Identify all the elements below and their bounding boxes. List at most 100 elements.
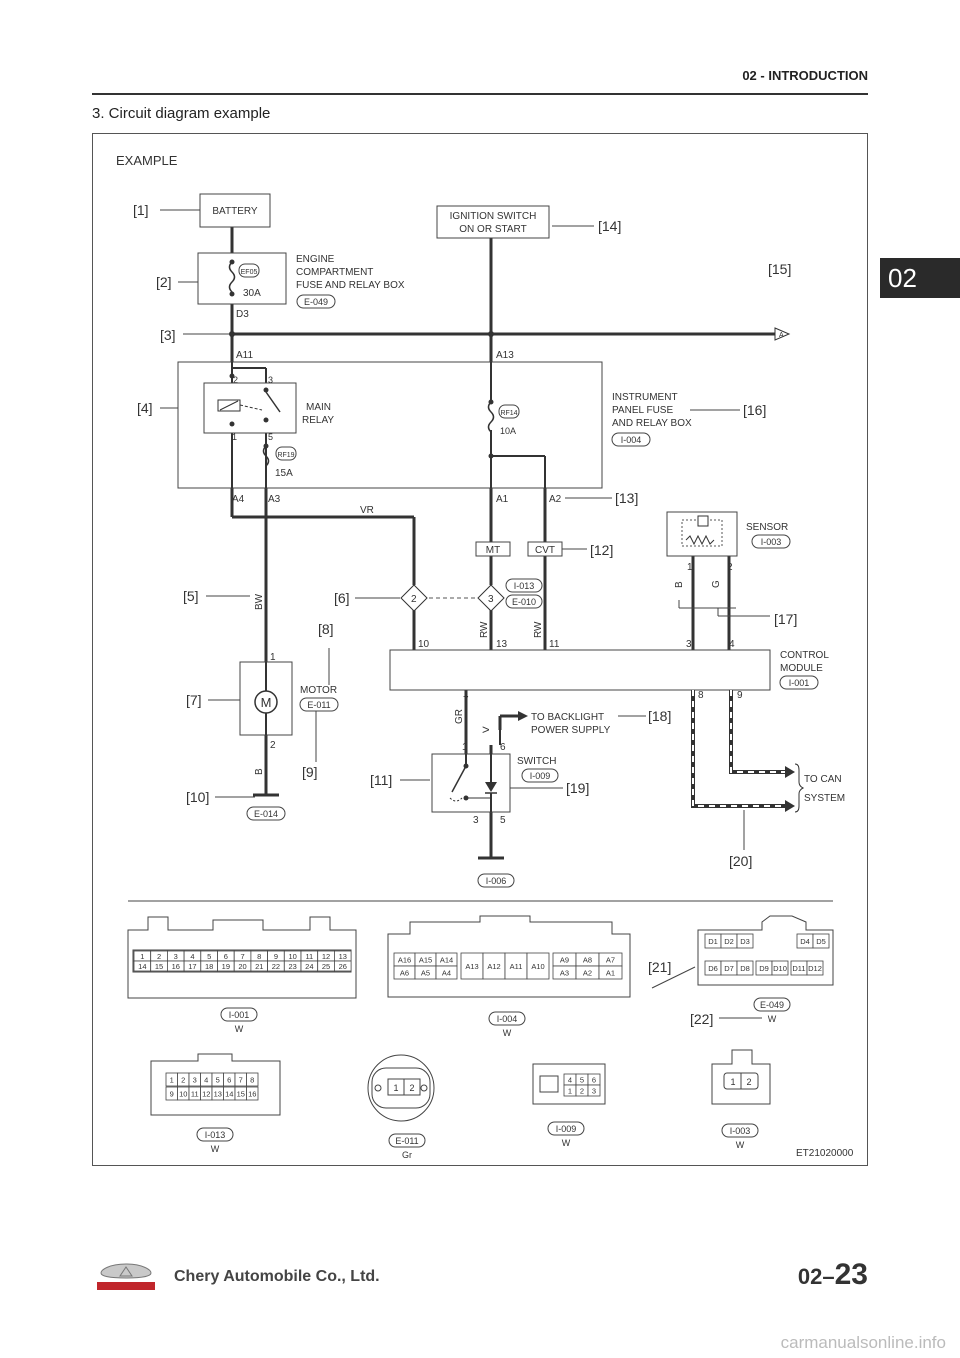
connector-pin-label: 5	[580, 1076, 584, 1085]
connector-pin-label: D7	[724, 964, 734, 973]
mt-label: MT	[486, 545, 500, 556]
connector-pin-label: 11	[191, 1090, 199, 1099]
conn-e011-color: Gr	[402, 1150, 412, 1160]
connector-cell	[246, 1072, 259, 1087]
connector-e011: 1 2	[367, 1054, 435, 1122]
chapter-tab: 02	[880, 258, 960, 298]
switch-pin-5: 5	[500, 815, 506, 826]
connector-pin-label: 25	[322, 962, 330, 971]
connector-pin-label: 23	[288, 962, 296, 971]
can-line-1: TO CAN	[804, 774, 842, 785]
callout-9: [9]	[302, 764, 318, 780]
motor-label: MOTOR	[300, 685, 337, 696]
splice-2: 2	[411, 594, 417, 605]
ignition-line-1: IGNITION SWITCH	[450, 211, 537, 222]
conn-i004-ref: I-004	[497, 1014, 518, 1024]
cvt-box	[527, 541, 563, 557]
connector-pin-label: D6	[708, 964, 718, 973]
connector-pin-label: 5	[207, 952, 211, 961]
connector-pin-label: A4	[442, 969, 451, 978]
connector-pin-label: D8	[740, 964, 750, 973]
ref-i013: I-013	[514, 581, 535, 591]
ref-e049: E-049	[304, 297, 328, 307]
connector-pin-label: D9	[759, 964, 769, 973]
sensor-pin-1: 1	[687, 562, 693, 573]
cm-pin-3: 3	[686, 639, 692, 650]
wire-g: G	[711, 580, 722, 588]
wire-b-motor: B	[254, 768, 265, 775]
cvt-label: CVT	[535, 545, 555, 556]
callout-13: [13]	[615, 490, 638, 506]
connector-pin-label: A15	[419, 956, 432, 965]
ref-e011: E-011	[307, 700, 330, 710]
connector-pin-label: 11	[305, 952, 313, 961]
connector-pin-label: 24	[305, 962, 313, 971]
connector-pin-label: D12	[808, 964, 822, 973]
connector-pin-label: 3	[193, 1076, 197, 1085]
diagram-code: ET21020000	[796, 1148, 854, 1159]
switch-pin-3: 3	[473, 815, 479, 826]
i003-pin: 1	[730, 1077, 735, 1087]
connector-pin-label: 22	[272, 962, 280, 971]
switch-pin-6: 6	[500, 742, 506, 753]
connector-pin-label: 4	[204, 1076, 208, 1085]
motor-pin-2: 2	[270, 740, 276, 751]
connector-pin-label: 9	[274, 952, 278, 961]
callout-1: [1]	[133, 202, 149, 218]
callout-16: [16]	[743, 402, 766, 418]
conn-i004-color: W	[503, 1028, 512, 1038]
i003-pin: 2	[746, 1077, 751, 1087]
callout-2: [2]	[156, 274, 172, 290]
motor-m: M	[261, 695, 272, 710]
fuse-rf14-label: RF14	[500, 410, 517, 417]
ref-i009: I-009	[530, 771, 551, 781]
connector-cell	[736, 960, 754, 976]
battery-box	[199, 193, 271, 228]
connector-pin-label: 10	[179, 1090, 187, 1099]
relay-pin-1: 1	[232, 432, 237, 442]
connector-pin-label: 1	[140, 952, 144, 961]
page-number: 02–23	[798, 1258, 868, 1292]
connector-pin-label: D1	[708, 937, 718, 946]
conn-i001-ref: I-001	[229, 1010, 250, 1020]
page-prefix: 02–	[797, 1264, 835, 1289]
connector-pin-label: 16	[248, 1090, 256, 1099]
connector-pin-label: 21	[255, 962, 263, 971]
sensor-pin-2: 2	[727, 562, 733, 573]
callout-18: [18]	[648, 708, 671, 724]
connector-pin-label: 13	[214, 1090, 222, 1099]
ref-e014: E-014	[254, 809, 278, 819]
wire-rw-1: RW	[479, 621, 490, 638]
connector-pin-label: A1	[606, 969, 615, 978]
ref-i004: I-004	[621, 435, 642, 445]
connector-cell	[435, 965, 458, 980]
callout-11: [11]	[370, 772, 392, 788]
connector-pin-label: A14	[440, 956, 453, 965]
control-module	[389, 649, 771, 691]
conn-e011-ref: E-011	[395, 1136, 418, 1146]
connector-pin-label: A8	[583, 956, 592, 965]
connector-pin-label: 17	[188, 962, 196, 971]
connector-pin-label: 9	[170, 1090, 174, 1099]
control-line-2: MODULE	[780, 663, 823, 674]
connector-pin-label: A16	[398, 956, 411, 965]
connector-pin-label: 20	[238, 962, 246, 971]
connector-pin-label: 2	[580, 1087, 584, 1096]
wire-vr: VR	[360, 505, 374, 516]
relay-pin-5: 5	[268, 432, 273, 442]
relay-pin-2: 2	[233, 375, 238, 385]
connector-cell	[812, 933, 830, 949]
mt-box	[475, 541, 511, 557]
connector-cell	[526, 952, 550, 980]
connector-pin-label: 1	[170, 1076, 174, 1085]
connector-pin-label: 3	[174, 952, 178, 961]
wire-rw-2: RW	[533, 621, 544, 638]
ipanel-line-1: INSTRUMENT	[612, 392, 678, 403]
callout-6: [6]	[334, 590, 350, 606]
pin-a13: A13	[496, 350, 514, 361]
callout-12: [12]	[590, 542, 613, 558]
